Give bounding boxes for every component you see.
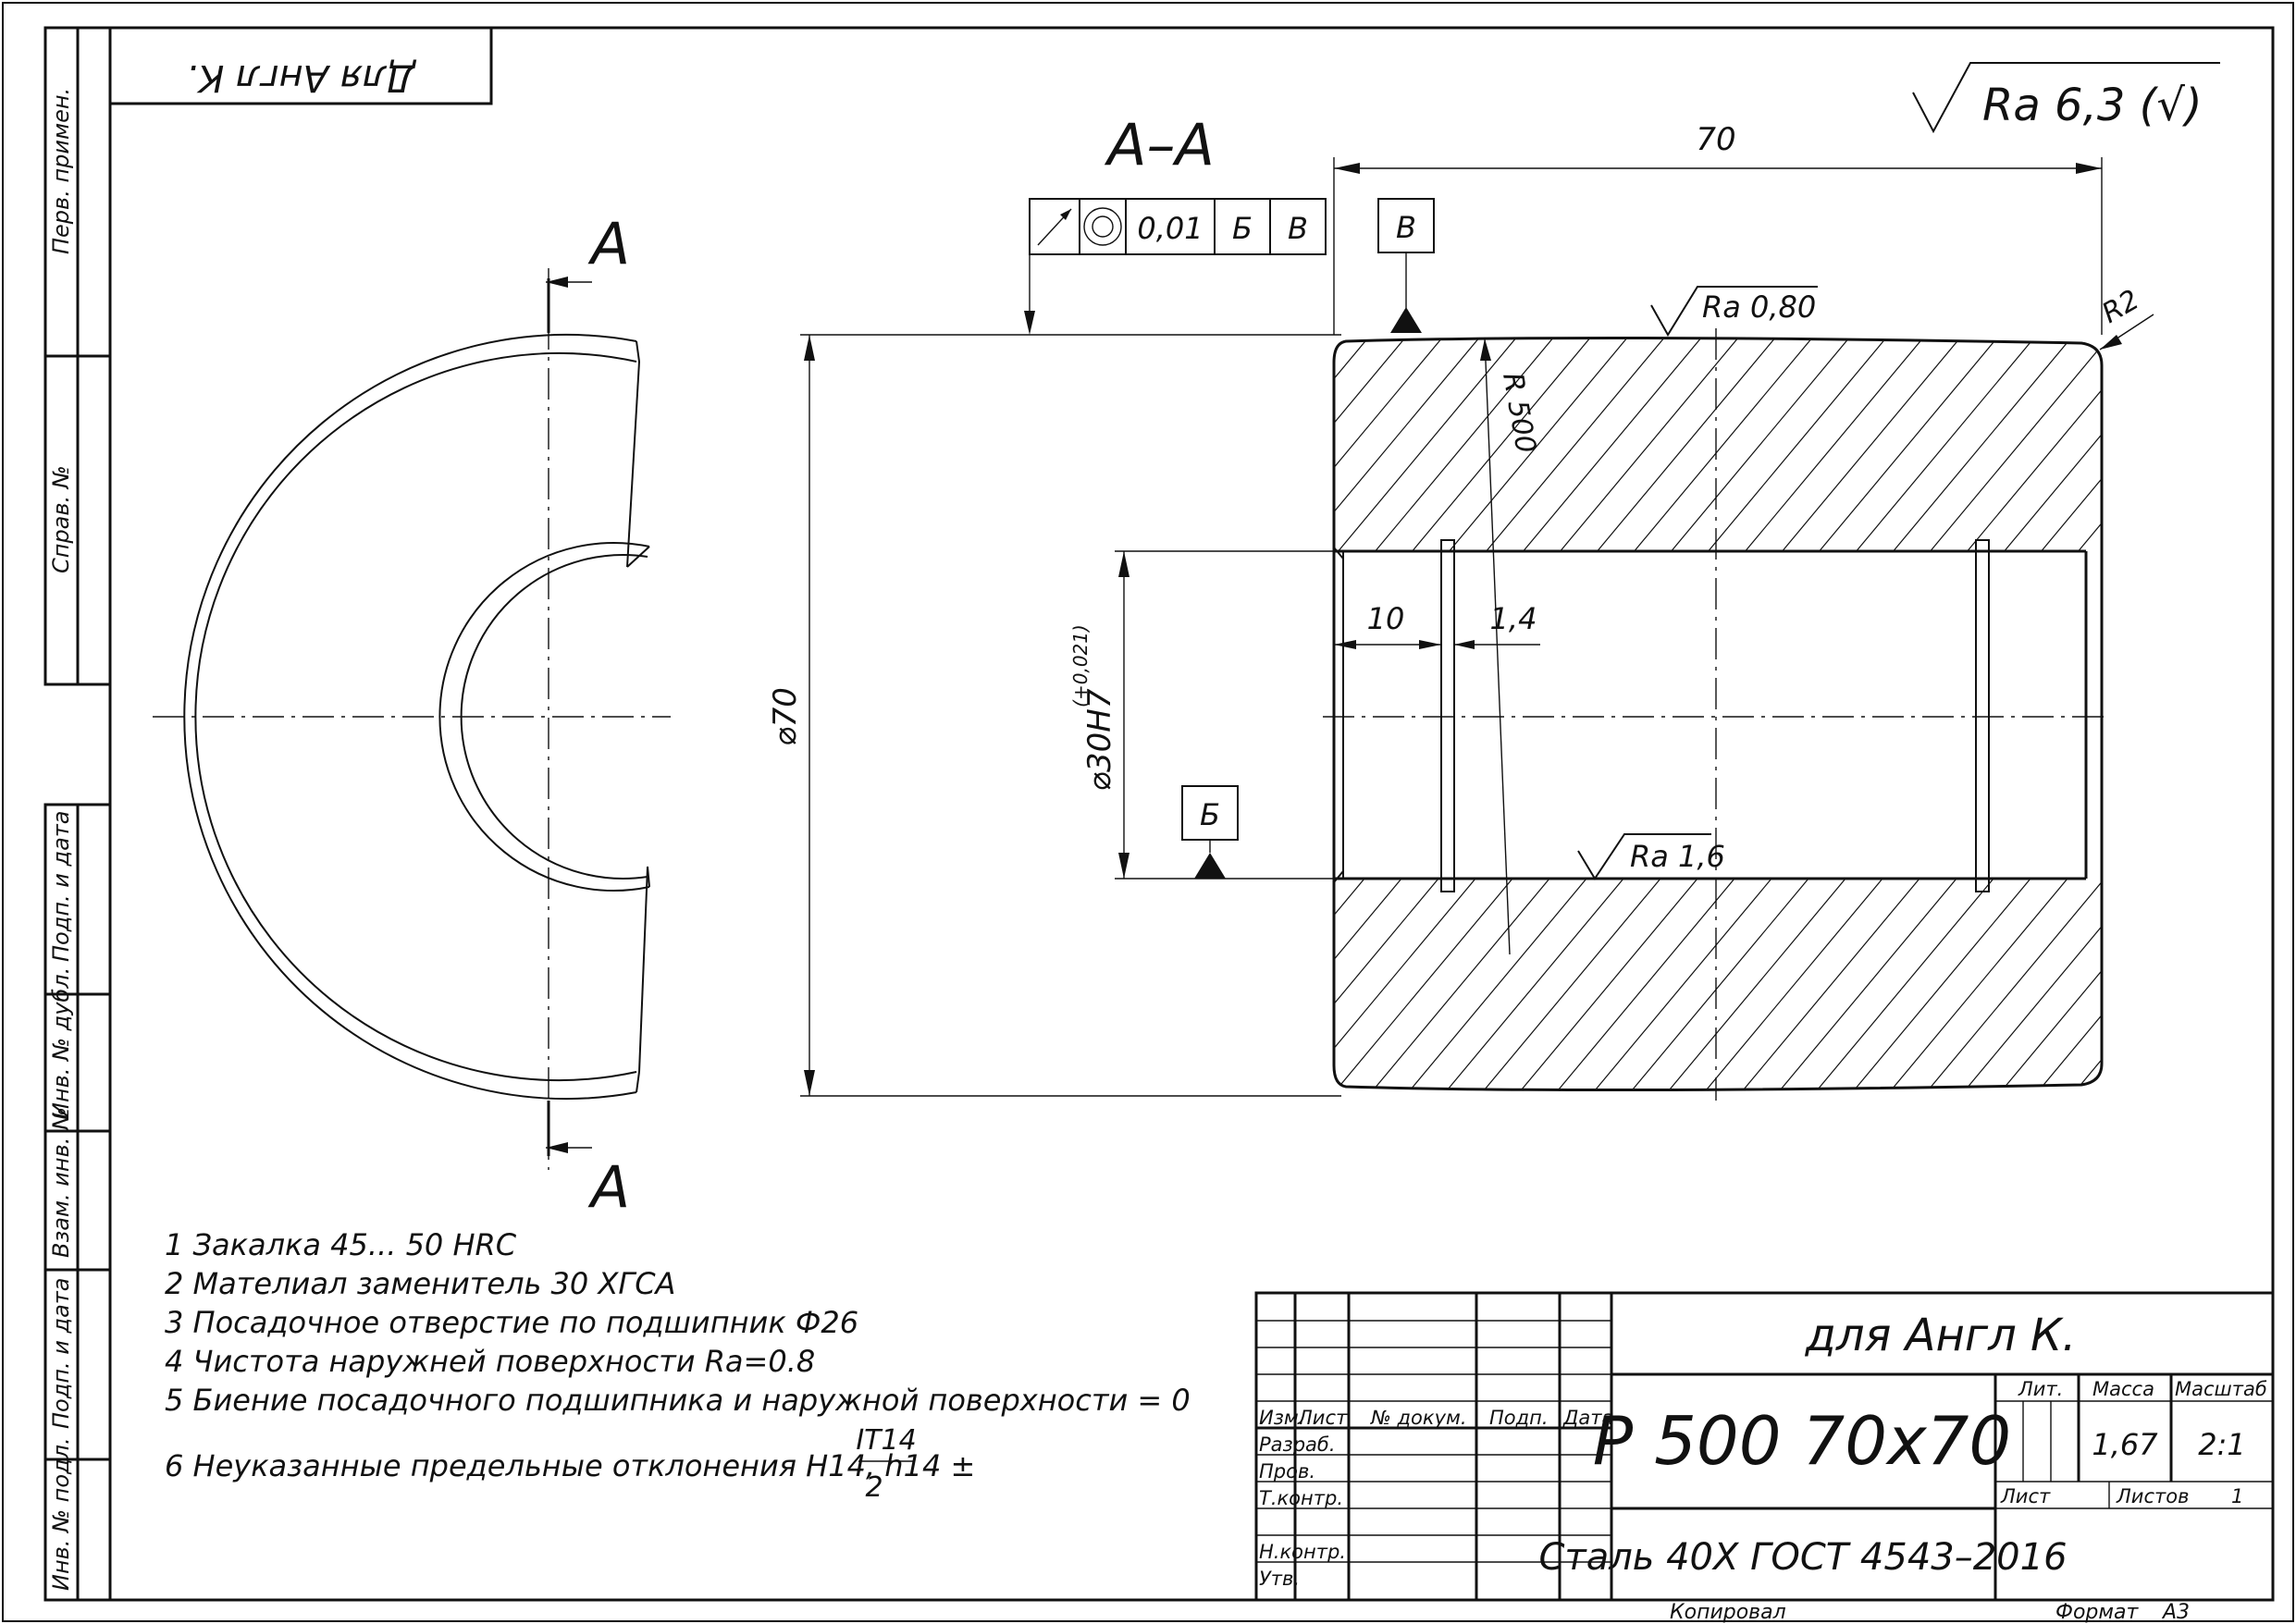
note-4: 4 Чистота наружней поверхности Ra=0.8 [165, 1344, 815, 1379]
format-value: A3 [2161, 1601, 2190, 1624]
dim-outer-diameter: ⌀70 [767, 687, 804, 746]
copied-label: Копировал [1670, 1601, 1786, 1624]
tb-sheet-label: Лист [2000, 1485, 2051, 1507]
note-3: 3 Посадочное отверстие по подшипник Ф26 [165, 1305, 858, 1340]
roughness-marks: Ra 6,3 (√) Ra 0,80 Ra 1,6 [1577, 62, 2220, 880]
section-label: А–А [1104, 111, 1215, 178]
side-label-inv-podl: Инв. № подл. [48, 1437, 74, 1591]
side-label-perv-primen: Перв. примен. [48, 88, 74, 254]
tb-material: Сталь 40Х ГОСТ 4543–2016 [1538, 1536, 2067, 1579]
tb-col-izm: Изм. [1259, 1407, 1304, 1429]
technical-notes: 1 Закалка 45... 50 HRC 2 Мателиал замени… [165, 1227, 1191, 1504]
inner-arc-inner [460, 554, 648, 880]
note-2: 2 Мателиал заменитель 30 ХГСА [165, 1266, 675, 1301]
outer-arc-inner [194, 352, 637, 1081]
tb-sheets-label: Листов [2116, 1485, 2189, 1507]
cut-letter-bottom: А [587, 1153, 630, 1221]
tb-col-date: Дата [1562, 1407, 1613, 1429]
tb-col-list: Лист [1297, 1407, 1348, 1429]
tb-row-razrab: Разраб. [1259, 1433, 1336, 1456]
note-5: 5 Биение посадочного подшипника и наружн… [165, 1383, 1191, 1418]
top-left-label-box: Для Англ К. [108, 26, 493, 105]
tb-designation: Р 500 70х70 [1593, 1402, 2011, 1480]
tb-mass-label: Масса [2092, 1378, 2154, 1400]
dim-bore-tolerance: (+0,021) [1069, 624, 1092, 707]
section-view: А–А [1104, 111, 2109, 1101]
side-label-podp-data-1: Подп. и дата [48, 811, 74, 963]
tb-scale-label: Масштаб [2175, 1378, 2267, 1400]
side-label-vzam-inv: Взам. инв. № [48, 1107, 74, 1258]
tb-col-doc: № докум. [1370, 1407, 1467, 1429]
tolerance-datum-2: В [1288, 211, 1308, 246]
tb-row-utv: Утв. [1259, 1568, 1300, 1590]
datum-v-label: В [1396, 210, 1416, 245]
title-block: Изм. Лист № докум. Подп. Дата Разраб. Пр… [1254, 1291, 2275, 1602]
tb-doc-title: для Англ К. [1805, 1310, 2077, 1361]
format-label: Формат [2055, 1601, 2139, 1624]
tb-row-nkontr: Н.контр. [1259, 1541, 1346, 1563]
note-6: 6 Неуказанные предельные отклонения Н14,… [165, 1448, 975, 1483]
tb-col-sign: Подп. [1489, 1407, 1549, 1429]
runout-arrow-icon [1037, 208, 1072, 246]
roughness-bore: Ra 1,6 [1630, 839, 1725, 874]
datum-b: Б [1181, 785, 1239, 879]
tb-row-tkontr: Т.контр. [1259, 1487, 1343, 1509]
side-column-labels: Перв. примен. Справ. № Подп. и дата Инв.… [48, 88, 74, 1591]
groove-left [1440, 539, 1455, 892]
dim-groove-width: 1,4 [1490, 601, 1537, 636]
tolerance-value: 0,01 [1137, 211, 1203, 246]
dim-length: 70 [1696, 121, 1735, 158]
dim-bore: ⌀30H7 [1081, 688, 1118, 791]
concentricity-icon [1083, 207, 1122, 246]
tolerance-datum-1: Б [1232, 211, 1253, 246]
note-6-denominator: 2 [865, 1471, 883, 1504]
datum-v: В [1377, 198, 1435, 333]
roller-outline [1332, 336, 2104, 1092]
roughness-general: Ra 6,3 (√) [1982, 80, 2203, 131]
top-left-label: Для Англ К. [186, 56, 417, 99]
hatch-top [1334, 338, 2102, 551]
tb-lit-label: Лит. [2018, 1378, 2063, 1400]
inner-arc [438, 542, 650, 892]
dim-edge-radius: R2 [2097, 284, 2145, 330]
left-view: А А [153, 210, 671, 1221]
tb-sheets-value: 1 [2231, 1485, 2243, 1507]
note-6-numerator: IT14 [856, 1424, 916, 1457]
cut-letter-top: А [587, 210, 630, 277]
groove-right [1975, 539, 1990, 892]
tb-scale-value: 2:1 [2198, 1427, 2246, 1462]
hatch-bottom [1334, 879, 2102, 1090]
note-1: 1 Закалка 45... 50 HRC [165, 1227, 517, 1262]
roughness-outer: Ra 0,80 [1702, 289, 1816, 325]
runout-tolerance-frame: 0,01 Б В [1024, 198, 1327, 335]
tb-row-prov: Пров. [1259, 1460, 1315, 1483]
outer-arc [183, 334, 637, 1100]
side-label-inv-dubl: Инв. № дубл. [48, 967, 74, 1119]
side-label-podp-data-2: Подп. и дата [48, 1278, 74, 1430]
tb-mass-value: 1,67 [2092, 1427, 2158, 1462]
dimensions: 70 ⌀70 ⌀30H7 (+0,021) 10 1,4 R 500 R2 [767, 121, 2154, 1097]
datum-b-label: Б [1200, 797, 1220, 832]
side-label-sprav: Справ. № [48, 465, 74, 573]
dim-groove-offset: 10 [1367, 601, 1405, 636]
